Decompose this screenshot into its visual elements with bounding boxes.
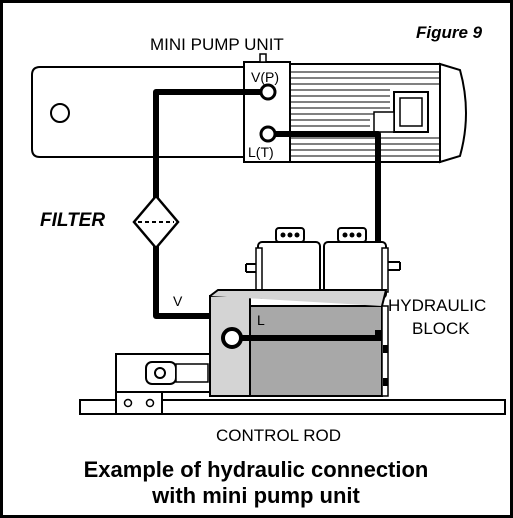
pressure-line-lower [153,246,213,319]
filter-icon [132,194,180,250]
pump-tank [31,66,245,158]
control-rod-label: CONTROL ROD [216,426,341,445]
pump-port-head [243,53,291,163]
rod-clamp [115,353,211,415]
caption-line-2: with mini pump unit [151,483,360,508]
vent-plug-icon [259,53,267,63]
solenoid-valve-right [323,227,401,299]
figure-label: Figure 9 [416,23,483,42]
mini-pump-unit-label: MINI PUMP UNIT [150,35,284,54]
motor-end-cap [439,62,467,164]
solenoid-valve-left [245,227,321,299]
port-v-p-icon [259,83,277,101]
tank-cap-icon [50,103,70,123]
pressure-line-upper [153,89,268,198]
port-l-t-icon [259,125,277,143]
caption-line-1: Example of hydraulic connection [84,457,429,482]
port-v-p-label: V(P) [251,69,279,85]
block-l-label: L [257,312,265,328]
cable-gland-icon [373,111,395,133]
hydraulic-block [209,289,389,397]
hydraulic-diagram: MINI PUMP UNIT Figure 9 V(P) L(T) [31,23,506,508]
line-v-label: V [173,293,183,309]
control-rod [79,399,506,415]
filter-label: FILTER [40,210,105,231]
pump-motor [289,62,467,164]
hydraulic-label: HYDRAULIC [388,296,486,315]
block-port-l-icon [221,327,243,349]
block-label: BLOCK [412,319,470,338]
port-l-t-label: L(T) [248,144,274,160]
